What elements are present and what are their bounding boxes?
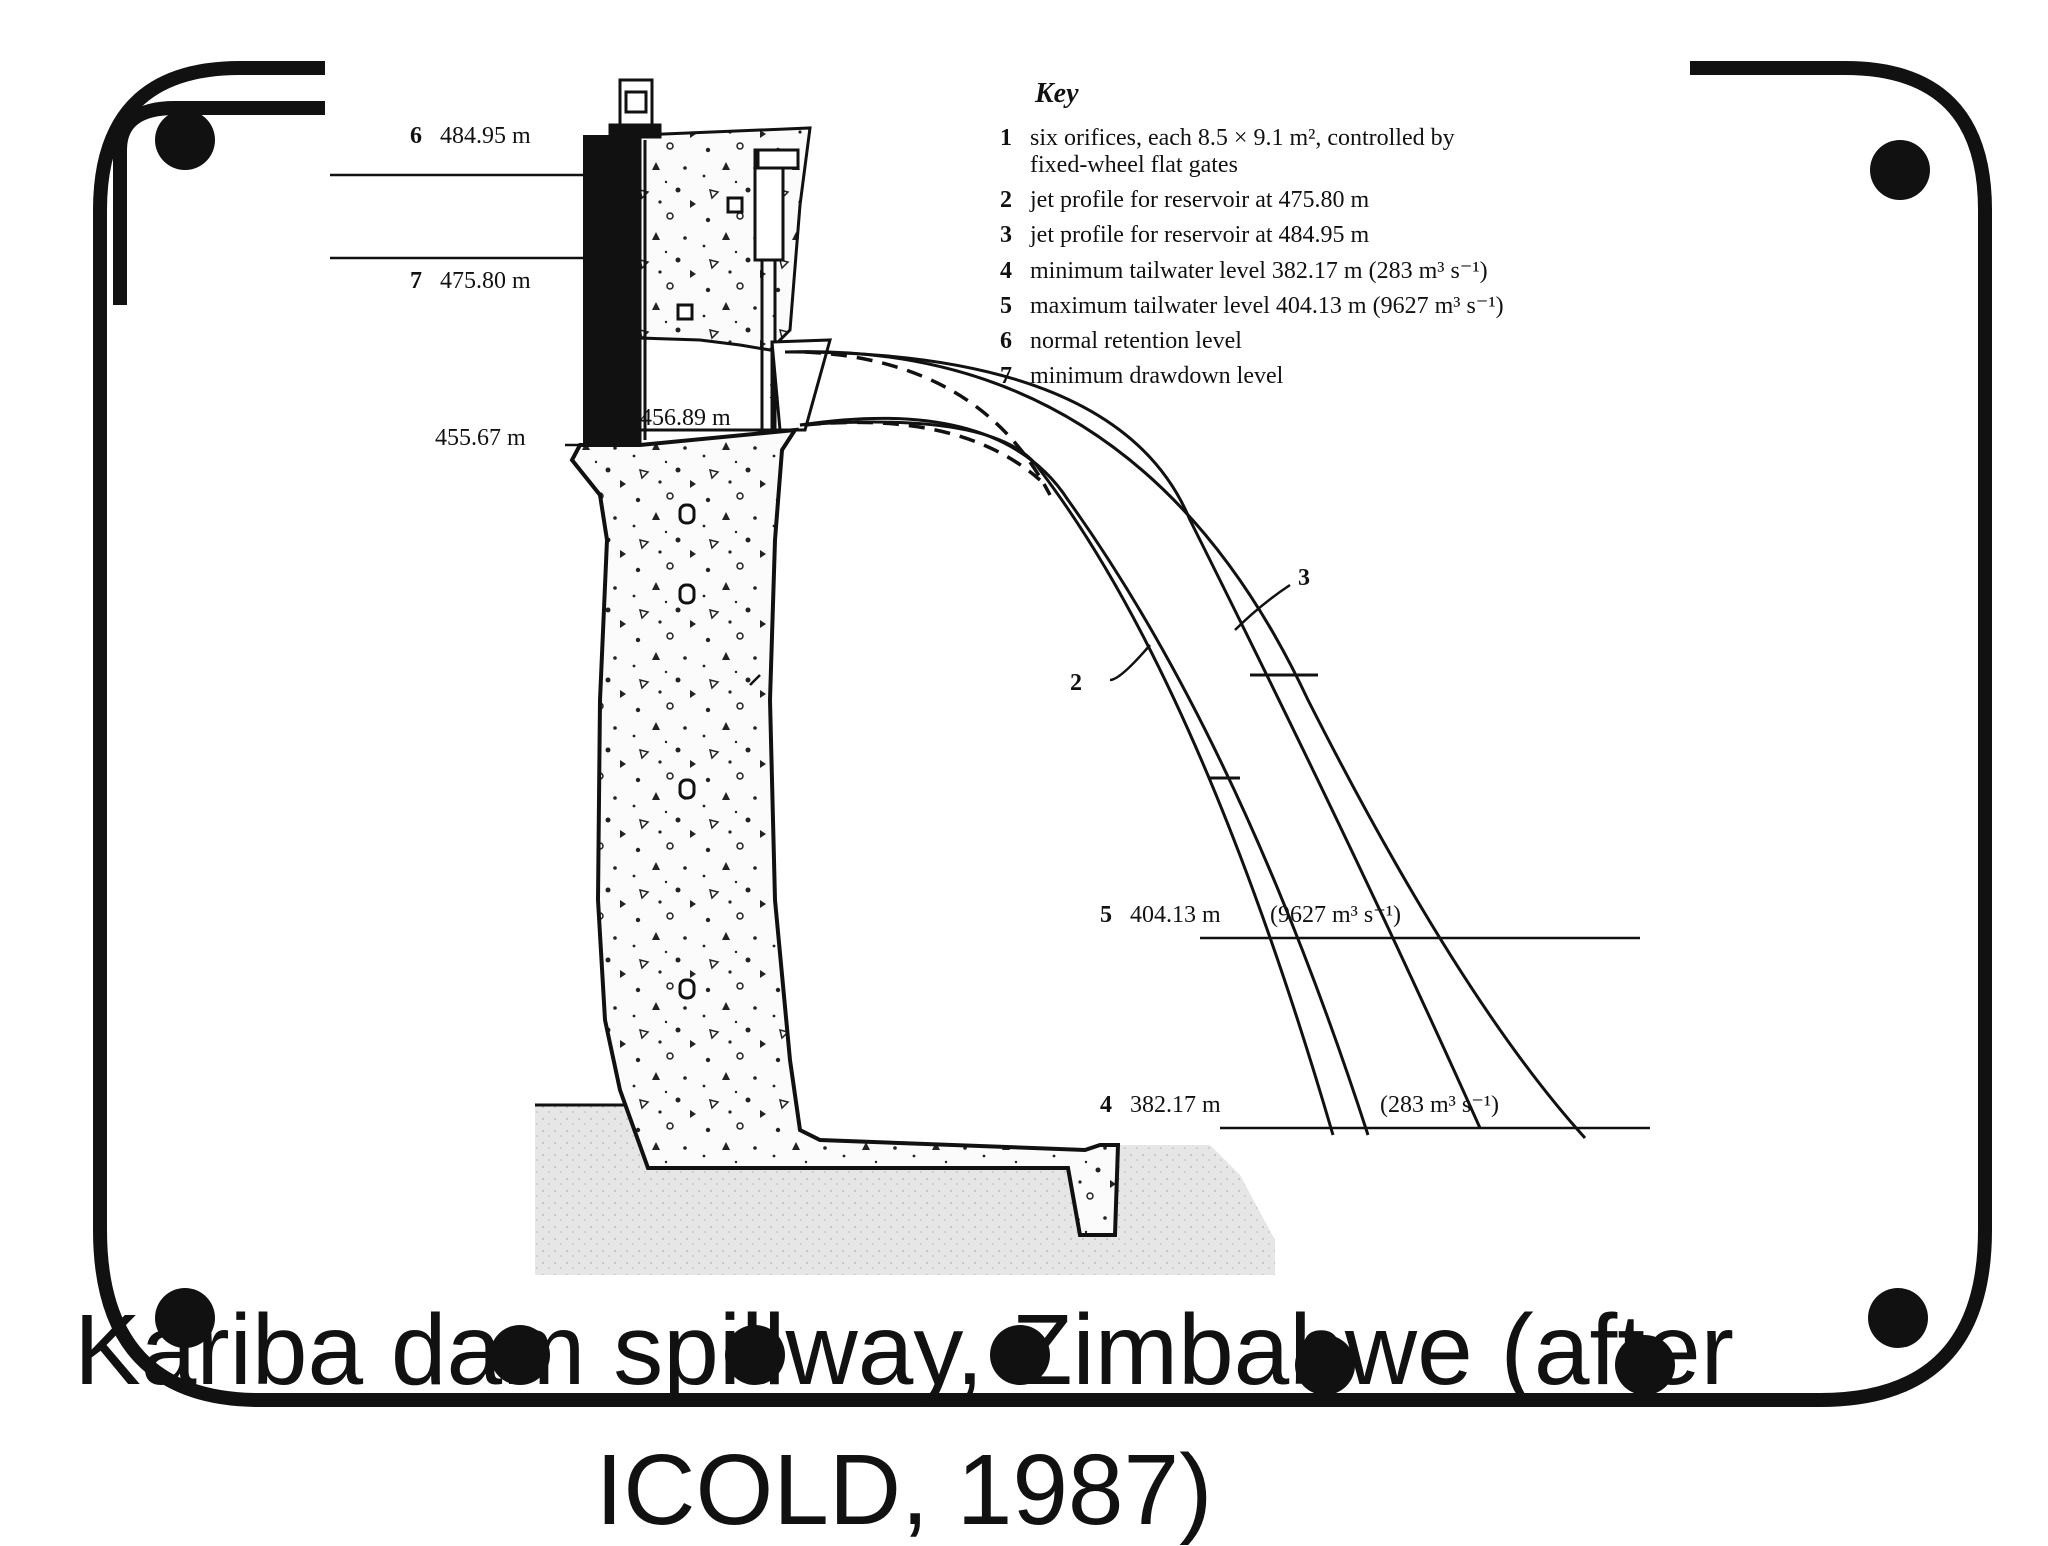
key-item-5-text: maximum tailwater level 404.13 m (9627 m… bbox=[1030, 293, 1504, 319]
frame-corner-mark bbox=[113, 101, 325, 305]
key-item-4-number: 4 bbox=[1000, 258, 1012, 284]
level-5-flow: (9627 m³ s⁻¹) bbox=[1270, 902, 1401, 928]
level-7-value: 475.80 m bbox=[440, 268, 531, 294]
gate-hoist bbox=[608, 78, 662, 139]
level-4-value: 382.17 m bbox=[1130, 1092, 1221, 1118]
key-item-1-text: six orifices, each 8.5 × 9.1 m², control… bbox=[1030, 125, 1455, 151]
jet-3-label: 3 bbox=[1298, 565, 1310, 591]
key-item-6-text: normal retention level bbox=[1030, 328, 1242, 354]
orifice-label: 1 bbox=[768, 378, 780, 404]
key-title: Key bbox=[1034, 78, 1079, 109]
jet-section-ticks bbox=[1210, 673, 1318, 780]
frame-handles bbox=[155, 110, 1930, 1395]
level-5-number: 5 bbox=[1100, 902, 1112, 928]
key-item-5-number: 5 bbox=[1000, 293, 1012, 319]
jet-profiles bbox=[784, 350, 1587, 1140]
key-item-1-text-cont: fixed-wheel flat gates bbox=[1030, 152, 1238, 178]
gallery-openings bbox=[676, 196, 744, 321]
level-6-value: 484.95 m bbox=[440, 123, 531, 149]
key-item-2-number: 2 bbox=[1000, 187, 1012, 213]
level-6-number: 6 bbox=[410, 123, 422, 149]
dam-body bbox=[569, 427, 1121, 1237]
key-item-3-number: 3 bbox=[1000, 222, 1012, 248]
key-item-3-text: jet profile for reservoir at 484.95 m bbox=[1029, 222, 1370, 248]
level-sill-value: 456.89 m bbox=[640, 405, 731, 431]
slide-frame bbox=[93, 61, 1992, 1407]
key-item-7-text: minimum drawdown level bbox=[1030, 363, 1284, 389]
level-5-value: 404.13 m bbox=[1130, 902, 1221, 928]
orifice-outline bbox=[638, 338, 800, 445]
caption-line-1: Kariba dam spillway, Zimbabwe (after bbox=[74, 1294, 1734, 1406]
level-7-number: 7 bbox=[410, 268, 422, 294]
level-4-number: 4 bbox=[1100, 1092, 1112, 1118]
key-item-6-number: 6 bbox=[1000, 328, 1012, 354]
key-item-7-number: 7 bbox=[1000, 363, 1012, 389]
upstream-face bbox=[583, 135, 640, 445]
key-item-1-number: 1 bbox=[1000, 125, 1012, 151]
gallery-openings-lower bbox=[678, 503, 696, 1000]
level-lines bbox=[330, 173, 1650, 1130]
leader-lines bbox=[749, 583, 1291, 686]
level-base-value: 455.67 m bbox=[435, 425, 526, 451]
level-4-flow: (283 m³ s⁻¹) bbox=[1380, 1092, 1499, 1118]
orifice-lip bbox=[770, 338, 832, 432]
jet-2-label: 2 bbox=[1070, 670, 1082, 696]
key-item-2-text: jet profile for reservoir at 475.80 m bbox=[1029, 187, 1370, 213]
key-item-4-text: minimum tailwater level 382.17 m (283 m³… bbox=[1030, 258, 1488, 284]
jet-dashed-profiles bbox=[804, 350, 1052, 496]
caption-line-2: ICOLD, 1987) bbox=[595, 1434, 1213, 1546]
diagram-key: Key 1 six orifices, each 8.5 × 9.1 m², c… bbox=[1000, 78, 1504, 389]
